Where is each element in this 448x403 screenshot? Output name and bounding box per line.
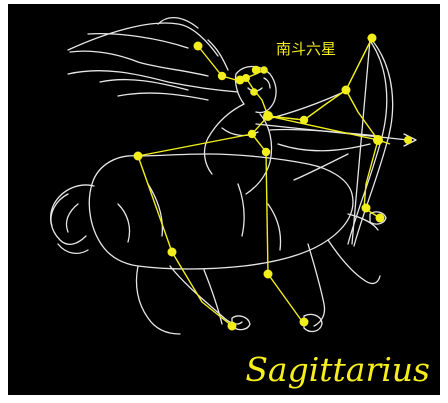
star-bow-low [362,204,371,213]
bowstring [352,40,370,244]
star-chest-1 [248,130,256,138]
sagittarius-chart [8,4,440,395]
star-bow-hand [373,135,383,145]
constellation-title: Sagittarius [245,350,430,389]
centaur-outline [51,18,416,334]
star-hair-2 [218,72,226,80]
muscle-detail-outline [118,184,281,250]
star-shoulder [263,111,273,121]
constellation-lines [138,38,390,326]
star-hind-2 [228,322,237,331]
star-chest-2 [262,148,270,156]
line-hind-leg [138,156,232,326]
night-sky: 南斗六星 Sagittarius [8,4,440,395]
star-head-4 [260,66,268,74]
hooves-outline [232,212,386,332]
star-head-3 [252,66,260,74]
tail-outline [51,185,94,253]
torso-outline [205,104,272,194]
star-face [250,88,258,96]
hair-outline [68,18,238,100]
line-arrow [268,116,378,140]
star-bow-top [368,34,377,43]
star-hind-1 [168,248,177,257]
star-arrow-tip [404,136,412,144]
line-back [138,134,252,156]
star-back [134,152,143,161]
star-bow-mid [342,86,351,95]
asterism-label: 南斗六星 [276,38,336,59]
line-head-to-shoulder [246,78,268,116]
star-front-1 [264,270,273,279]
arrow-outline [256,124,416,146]
front-legs-outline [308,214,380,326]
line-hair [198,46,264,80]
star-head-2 [242,74,250,82]
star-hoof-front [376,214,385,223]
star-hair-1 [194,42,203,51]
star-front-2 [300,318,309,327]
hind-legs-outline [136,266,242,334]
star-arm [300,116,308,124]
